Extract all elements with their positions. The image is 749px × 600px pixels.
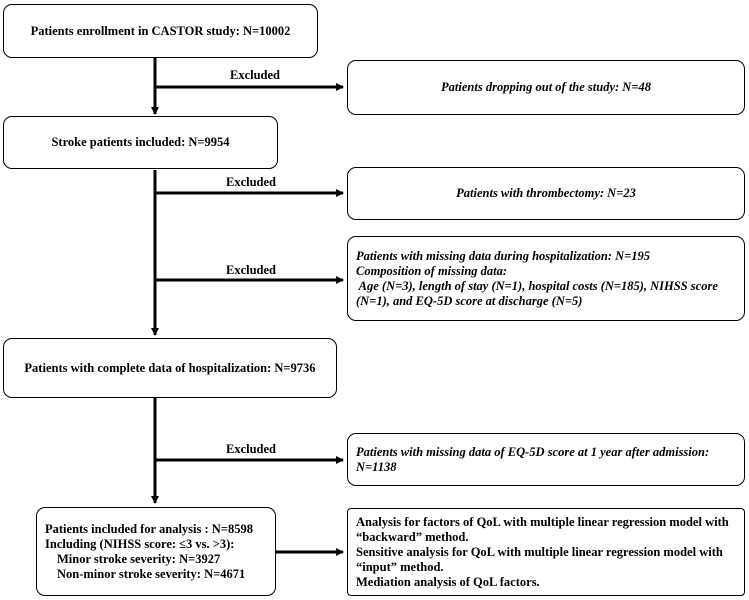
analysis-box: Patients included for analysis : N=8598 … <box>36 507 276 596</box>
missing-hosp-line-4: (N=1), and EQ-5D score at discharge (N=5… <box>356 293 583 308</box>
stroke-included-box: Stroke patients included: N=9954 <box>3 116 278 169</box>
enrollment-text: Patients enrollment in CASTOR study: N=1… <box>30 23 291 38</box>
missing-hosp-line-3: Age (N=3), length of stay (N=1), hospita… <box>356 278 718 293</box>
excluded-label-3: Excluded <box>226 263 277 277</box>
excluded-label-2: Excluded <box>226 175 277 189</box>
excluded-label-4: Excluded <box>226 442 277 456</box>
excluded-label-1: Excluded <box>230 68 281 82</box>
missing-eq5d-box: Patients with missing data of EQ-5D scor… <box>347 433 745 486</box>
missing-eq5d-line-1: Patients with missing data of EQ-5D scor… <box>356 444 710 459</box>
analysis-line-4: Non-minor stroke severity: N=4671 <box>57 566 246 581</box>
methods-line-2: “backward” method. <box>356 529 469 544</box>
methods-line-4: “input” method. <box>356 559 444 574</box>
missing-hosp-box: Patients with missing data during hospit… <box>347 236 745 321</box>
enrollment-box: Patients enrollment in CASTOR study: N=1… <box>3 4 318 58</box>
analysis-line-2: Including (NIHSS score: ≤3 vs. >3): <box>45 536 235 551</box>
methods-line-5: Mediation analysis of QoL factors. <box>356 574 540 589</box>
missing-eq5d-line-2: N=1138 <box>356 459 397 474</box>
analysis-line-3: Minor stroke severity: N=3927 <box>57 551 221 566</box>
missing-hosp-line-2: Composition of missing data: <box>356 263 508 278</box>
dropout-box: Patients dropping out of the study: N=48 <box>347 60 745 115</box>
methods-line-3: Sensitive analysis for QoL with multiple… <box>356 544 723 559</box>
missing-hosp-line-1: Patients with missing data during hospit… <box>356 248 651 263</box>
thrombectomy-text: Patients with thrombectomy: N=23 <box>456 186 636 200</box>
complete-hosp-box: Patients with complete data of hospitali… <box>3 338 337 398</box>
analysis-line-1: Patients included for analysis : N=8598 <box>45 521 253 536</box>
complete-hosp-text: Patients with complete data of hospitali… <box>24 360 316 375</box>
methods-box: Analysis for factors of QoL with multipl… <box>347 508 745 596</box>
stroke-included-text: Stroke patients included: N=9954 <box>51 135 230 149</box>
dropout-text: Patients dropping out of the study: N=48 <box>441 80 651 94</box>
methods-line-1: Analysis for factors of QoL with multipl… <box>356 514 729 529</box>
thrombectomy-box: Patients with thrombectomy: N=23 <box>347 167 745 220</box>
